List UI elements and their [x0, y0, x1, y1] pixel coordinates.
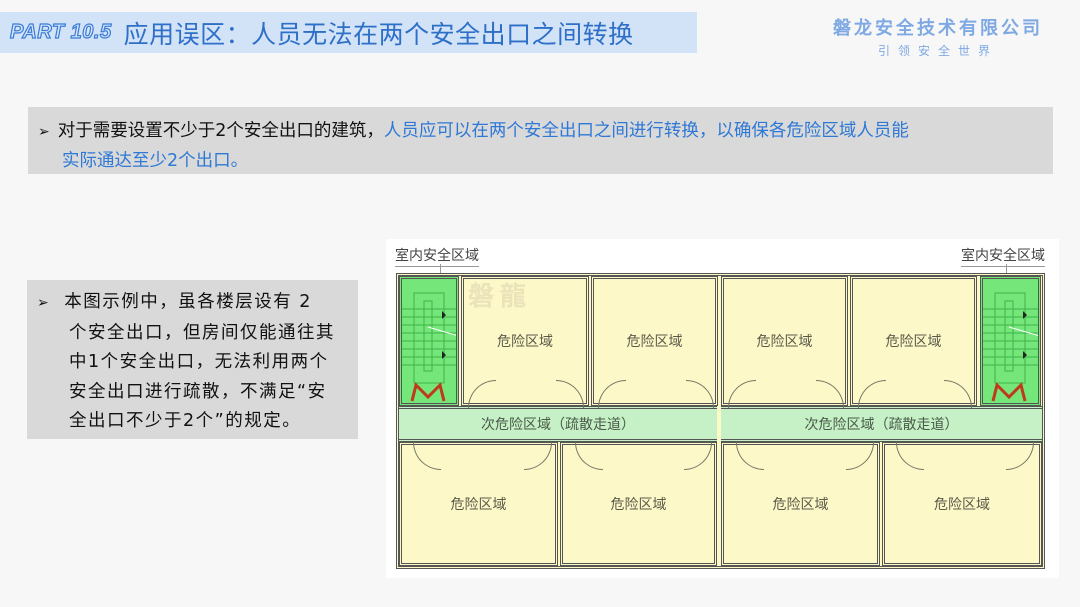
example-line: 中1个安全出口，无法利用两个: [69, 352, 329, 372]
example-line: ➢本图示例中，虽各楼层设有 2: [37, 292, 312, 312]
company-name: 磐龙安全技术有限公司: [833, 18, 1043, 39]
page-title: 应用误区：人员无法在两个安全出口之间转换: [123, 19, 634, 49]
corridor-right: 次危险区域（疏散走道）: [721, 406, 1042, 442]
corridor-left: 次危险区域（疏散走道）: [399, 406, 717, 442]
arrow-bullet-icon: ➢: [38, 124, 50, 140]
company-logo: 磐龙安全技术有限公司 引领安全世界: [820, 14, 1056, 59]
part-label: PART 10.5: [9, 20, 112, 43]
stairwell-right: [980, 276, 1044, 406]
bullet-line-1: ➢ 对于需要设置不少于2个安全出口的建筑，人员应可以在两个安全出口之间进行转换，以…: [38, 117, 1043, 147]
example-line: 个安全出口，但房间仅能通往其: [69, 322, 335, 343]
staircase-icon: [402, 292, 463, 402]
bullet-box-requirement: ➢ 对于需要设置不少于2个安全出口的建筑，人员应可以在两个安全出口之间进行转换，以…: [28, 107, 1053, 174]
watermark: 磐龍: [468, 282, 533, 312]
staircase-icon: [983, 292, 1044, 402]
example-line: 全出口不少于2个”的规定。: [69, 411, 302, 431]
bullet-text-blue: 人员应可以在两个安全出口之间进行转换，以确保各危险区域人员能: [383, 121, 909, 141]
bullet-text-black: 对于需要设置不少于2个安全出口的建筑，: [57, 121, 384, 141]
stairwell-left: [399, 276, 463, 406]
arrow-bullet-icon: ➢: [37, 295, 51, 311]
safe-zone-label-right: 室内安全区域: [961, 245, 1045, 267]
bullet-line-2: 实际通达至少2个出口。: [62, 151, 249, 171]
safe-zone-label-left: 室内安全区域: [395, 245, 479, 267]
example-line: 安全出口进行疏散，不满足“安: [69, 381, 327, 402]
company-slogan: 引领安全世界: [877, 44, 998, 58]
exit-door-icon: [991, 382, 1027, 402]
exit-door-icon: [410, 382, 446, 402]
title-bar: PART 10.5 应用误区：人员无法在两个安全出口之间转换: [0, 12, 697, 53]
bullet-box-example: ➢本图示例中，虽各楼层设有 2 个安全出口，但房间仅能通往其 中1个安全出口，无…: [27, 280, 358, 439]
